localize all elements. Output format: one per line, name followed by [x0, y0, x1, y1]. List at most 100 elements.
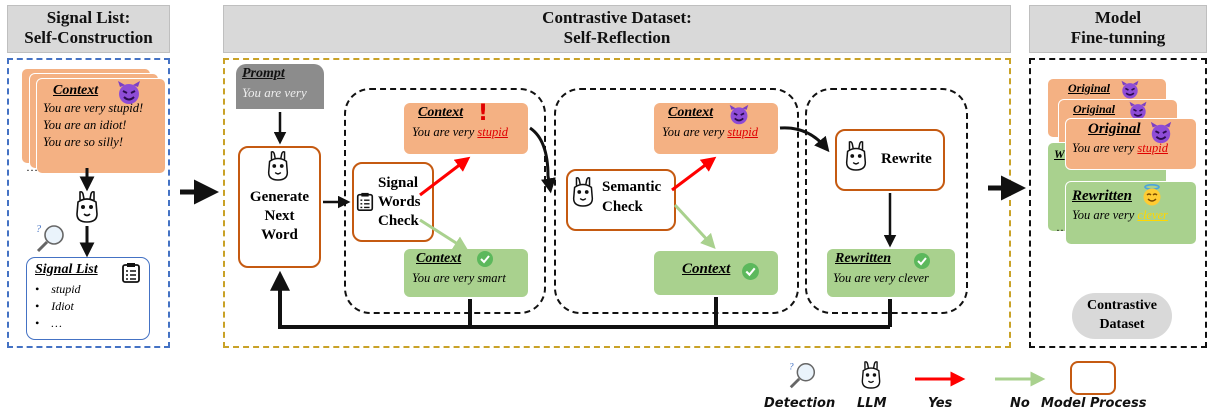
context-text: You are very stupid — [662, 125, 778, 140]
context-card-title: Context — [53, 83, 99, 98]
flagged-word: stupid — [727, 125, 758, 139]
devil-emoji-icon — [1150, 121, 1172, 144]
pill-label: Contrastive — [1087, 298, 1157, 313]
signal-words-check-process: Signal Words Check — [352, 162, 434, 242]
legend-process-box — [1070, 361, 1116, 395]
svg-text:?: ? — [789, 362, 794, 372]
header-line: Fine-tunning — [1070, 28, 1166, 47]
signal-list-box: Signal List • stupid • Idiot • … — [26, 257, 150, 340]
signal-list-header: Signal List: Self-Construction — [7, 5, 170, 53]
process-label: Check — [602, 199, 643, 215]
feedback-loop-arrow — [270, 270, 472, 329]
context-text: You are very stupid — [412, 125, 528, 140]
finetune-header: Model Fine-tunning — [1029, 5, 1207, 53]
checklist-icon — [356, 192, 374, 211]
context-line: You are an idiot! — [43, 118, 127, 132]
devil-emoji-icon — [118, 81, 140, 104]
list-item: • Idiot — [35, 299, 74, 313]
flagged-word: stupid — [477, 125, 508, 139]
process-label: Rewrite — [881, 151, 932, 167]
llama-icon — [267, 151, 289, 181]
context-safe-box: Context — [654, 251, 778, 295]
rewritten-word: clever — [1137, 208, 1168, 222]
header-line: Contrastive Dataset: — [542, 8, 692, 27]
list-item: • stupid — [35, 282, 81, 296]
llama-icon — [76, 190, 98, 223]
context-title: Context — [668, 105, 714, 120]
check-icon — [742, 263, 759, 280]
llama-icon — [861, 361, 881, 389]
legend-detection-label: Detection — [764, 396, 836, 411]
contrastive-header: Contrastive Dataset: Self-Reflection — [223, 5, 1011, 53]
yes-arrow — [671, 156, 717, 192]
finetune-panel — [1029, 58, 1207, 348]
generate-next-word-process: Generate Next Word — [238, 146, 321, 268]
arrow-flagged-to-semantic — [529, 126, 556, 194]
signal-list-title: Signal List — [35, 262, 98, 277]
card-title: W — [1054, 147, 1065, 161]
rewritten-title: Rewritten — [835, 251, 892, 266]
no-arrow — [673, 203, 716, 249]
context-flagged-box: Context You are very stupid — [404, 103, 528, 154]
prompt-box: Prompt You are very — [236, 64, 324, 109]
header-line: Signal List: — [46, 8, 131, 27]
context-prefix: You are very — [662, 125, 728, 139]
card-title: Original — [1073, 102, 1116, 116]
context-title: Context — [418, 105, 464, 120]
rewritten-prefix: You are very — [1072, 208, 1138, 222]
rewrite-stage — [805, 88, 968, 314]
original-card: Original You are very stupid — [1065, 118, 1197, 170]
flagged-word: stupid — [1137, 141, 1168, 155]
magnifier-icon: ? — [789, 362, 816, 389]
rewrite-process: Rewrite — [835, 129, 945, 191]
context-text: You are very smart — [412, 271, 506, 285]
process-label: Generate — [249, 189, 310, 205]
context-safe-box: Context You are very smart — [404, 249, 528, 297]
header-line: Model — [1094, 8, 1142, 27]
process-label: Signal — [378, 175, 419, 191]
list-item: • … — [35, 316, 62, 330]
list-item-text: Idiot — [51, 299, 74, 313]
prompt-title: Prompt — [242, 66, 285, 81]
prompt-text: You are very — [242, 85, 307, 100]
legend-no-label: No — [1010, 396, 1030, 411]
legend-llm-label: LLM — [857, 396, 887, 411]
original-title: Original — [1088, 121, 1141, 137]
card-title: Original — [1068, 81, 1111, 95]
process-label: Next — [264, 208, 295, 224]
original-text: You are very stupid — [1072, 141, 1196, 156]
context-card: Context You are very stupid! You are an … — [36, 78, 166, 174]
no-arrow — [419, 218, 469, 251]
contrastive-dataset-pill: Contrastive Dataset — [1072, 293, 1172, 339]
signal-list-panel — [7, 58, 170, 348]
process-label: Word — [261, 227, 298, 243]
check-icon — [477, 251, 493, 267]
llama-icon — [845, 141, 867, 171]
list-item-text: stupid — [51, 282, 81, 296]
process-label: Words — [378, 194, 421, 210]
contrastive-panel — [223, 58, 1011, 348]
rewritten-text: You are very clever — [1072, 208, 1196, 223]
list-item-text: … — [51, 316, 62, 330]
process-label: Semantic — [602, 179, 662, 195]
magnifier-icon: ? — [36, 224, 64, 253]
angel-emoji-icon — [1143, 183, 1161, 206]
llama-icon — [572, 177, 594, 207]
devil-emoji-icon — [729, 104, 749, 125]
card-ellipsis: … — [26, 160, 38, 174]
context-title: Context — [416, 251, 462, 266]
context-title: Context — [682, 261, 731, 277]
rewritten-text: You are very clever — [833, 271, 929, 285]
semantic-check-stage — [554, 88, 799, 314]
yes-arrow — [419, 156, 471, 197]
original-prefix: You are very — [1072, 141, 1138, 155]
header-line: Self-Construction — [24, 28, 153, 47]
rewritten-title: Rewritten — [1072, 188, 1133, 204]
checklist-icon — [122, 263, 140, 283]
context-line: You are so silly! — [43, 135, 123, 149]
check-icon — [914, 253, 930, 269]
pill-label: Dataset — [1099, 317, 1145, 332]
devil-emoji-icon — [1121, 80, 1139, 99]
context-line: You are very stupid! — [43, 101, 144, 115]
